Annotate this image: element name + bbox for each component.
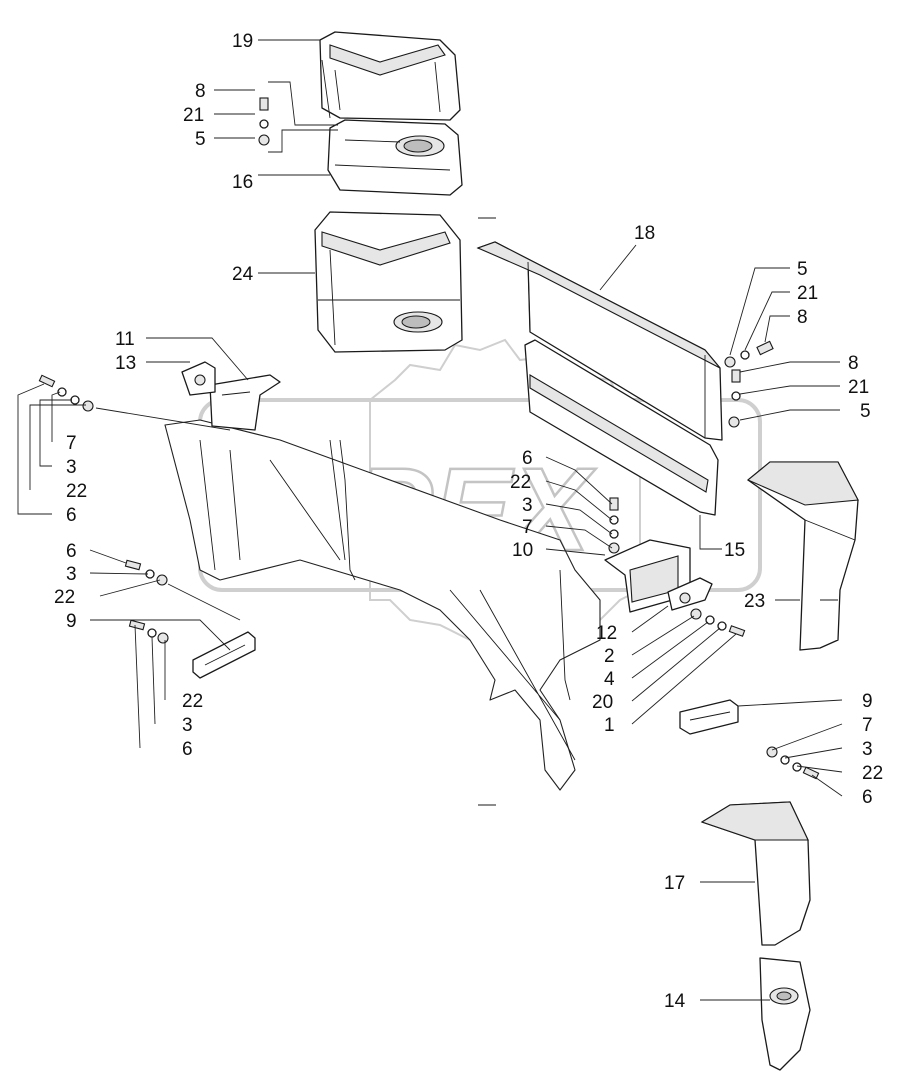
callout-10: 10: [512, 540, 533, 561]
callout-11: 11: [115, 329, 135, 350]
callout-5: 5: [860, 401, 871, 422]
callout-9: 9: [66, 611, 77, 632]
callout-6: 6: [522, 448, 533, 469]
hardware-center: [608, 497, 620, 554]
callout-3: 3: [66, 564, 77, 585]
callout-3: 3: [862, 739, 873, 760]
bracket-13: [181, 361, 216, 396]
callout-18: 18: [634, 223, 655, 244]
callout-3: 3: [66, 457, 77, 478]
callout-12: 12: [596, 623, 617, 644]
callout-22: 22: [862, 763, 883, 784]
bracket-9-right: [679, 699, 739, 735]
callout-22: 22: [66, 481, 87, 502]
callout-21: 21: [183, 105, 204, 126]
hardware-top-right: [724, 340, 774, 428]
part-14-lower-right-hood: [759, 957, 811, 1071]
callout-9: 9: [862, 691, 873, 712]
callout-22: 22: [54, 587, 75, 608]
callout-21: 21: [797, 283, 818, 304]
bracket-9-left: [192, 631, 256, 679]
hardware-right-lower: [766, 746, 820, 780]
callout-8: 8: [797, 307, 808, 328]
callout-15: 15: [724, 540, 745, 561]
callout-labels: 19 8 21 5 16 24 18 5 21 8 8 21 5 11 13 7…: [54, 31, 883, 1012]
bracket-11: [209, 374, 281, 431]
callout-6: 6: [66, 541, 77, 562]
hardware-left-lower: [128, 619, 169, 644]
callout-22: 22: [182, 691, 203, 712]
part-23-right-cover: [746, 461, 859, 651]
callout-5: 5: [797, 259, 808, 280]
callout-22: 22: [510, 472, 531, 493]
hardware-left-middle: [124, 559, 168, 586]
part-17-lower-right-cover: [700, 801, 811, 946]
part-18-upper-shield: [476, 241, 723, 441]
part-24-assembled-cover: [314, 211, 463, 353]
callout-19: 19: [232, 31, 253, 52]
callout-8: 8: [195, 81, 206, 102]
callout-16: 16: [232, 172, 253, 193]
callout-8: 8: [848, 353, 859, 374]
callout-7: 7: [66, 433, 77, 454]
callout-13: 13: [115, 353, 136, 374]
part-15-lower-shield: [524, 339, 719, 516]
callout-17: 17: [664, 873, 685, 894]
part-16-lower-cover: [327, 119, 463, 196]
callout-6: 6: [66, 505, 77, 526]
callout-2: 2: [604, 646, 615, 667]
callout-14: 14: [664, 991, 686, 1012]
hardware-left-upper: [38, 374, 94, 412]
callout-6: 6: [862, 787, 873, 808]
callout-23: 23: [744, 591, 765, 612]
part-19-upper-cover: [319, 31, 461, 121]
callout-21: 21: [848, 377, 869, 398]
callout-7: 7: [862, 715, 873, 736]
hardware-top-left: [258, 97, 270, 146]
callout-20: 20: [592, 692, 613, 713]
callout-7: 7: [522, 517, 533, 538]
hardware-right-middle: [690, 608, 746, 637]
leader-lines: [17, 39, 843, 1001]
callout-6: 6: [182, 739, 193, 760]
callout-1: 1: [604, 715, 615, 736]
callout-24: 24: [232, 264, 254, 285]
callout-3: 3: [182, 715, 193, 736]
callout-3: 3: [522, 495, 533, 516]
callout-5: 5: [195, 129, 206, 150]
bracket-12: [667, 577, 713, 611]
main-frame: [164, 419, 601, 791]
callout-4: 4: [604, 669, 615, 690]
